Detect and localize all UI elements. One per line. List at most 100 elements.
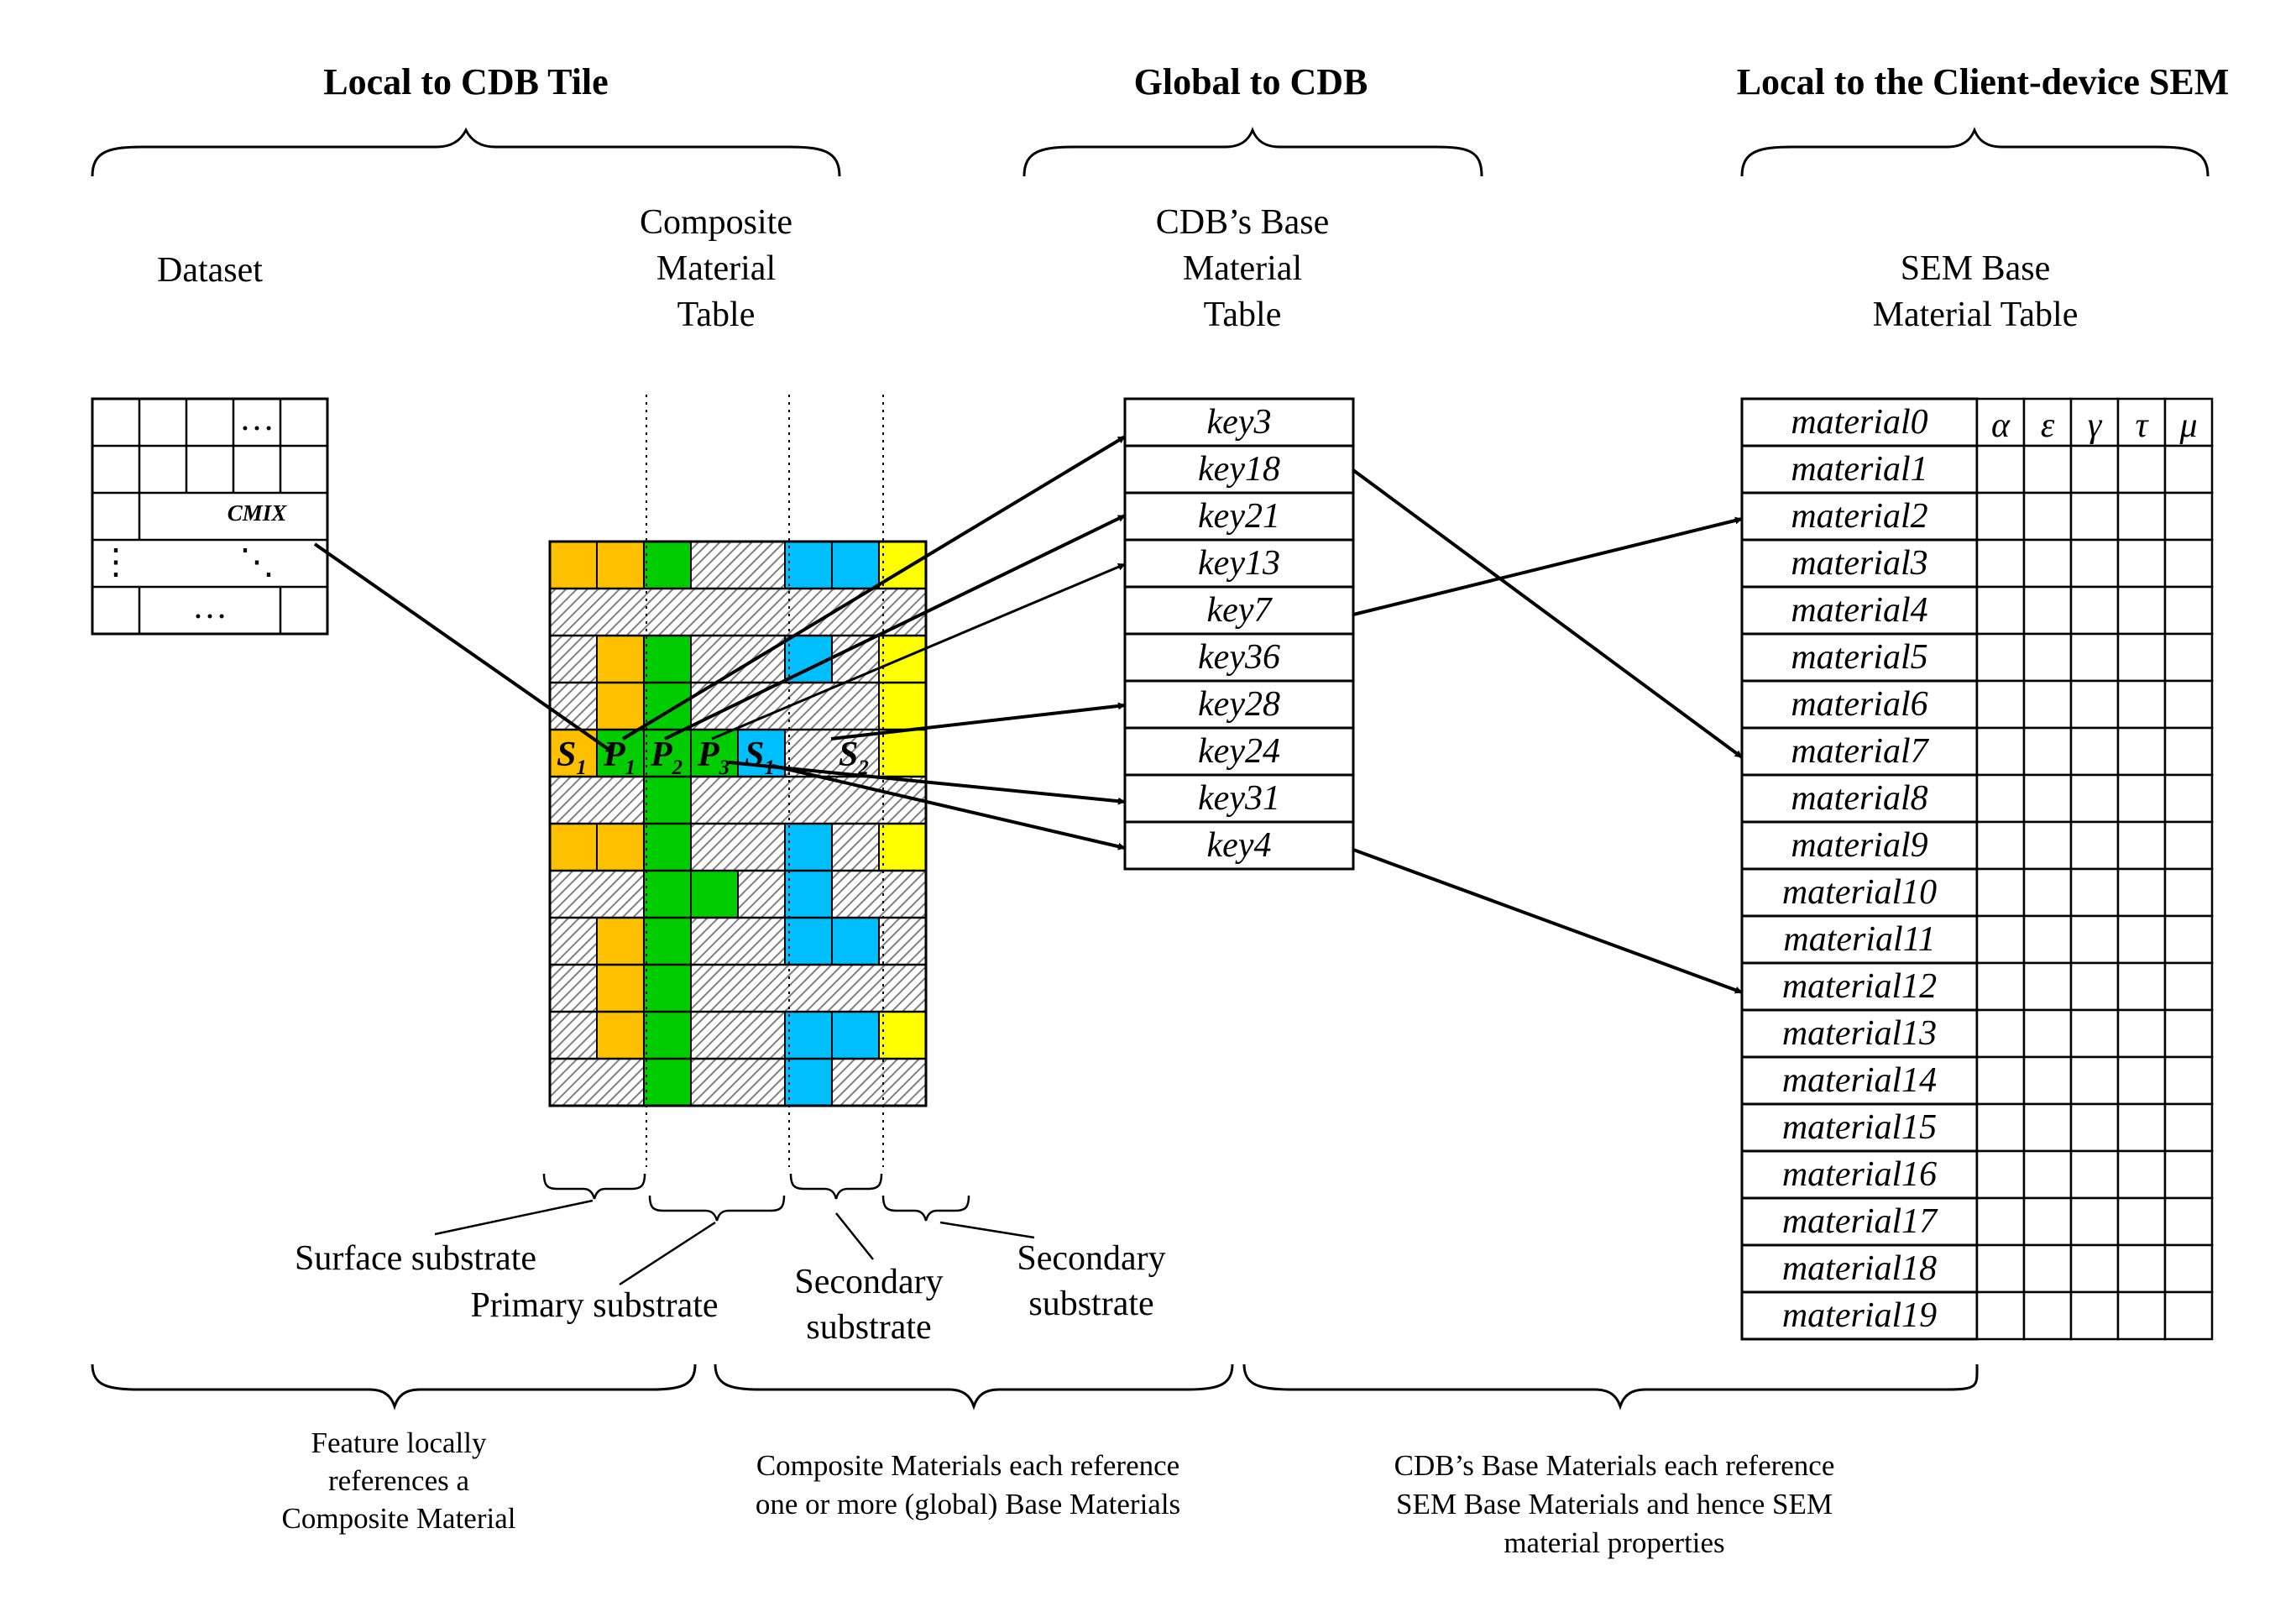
- secondary-substrate-2-line2: substrate: [1028, 1285, 1153, 1323]
- ellipsis-top: …: [239, 400, 275, 438]
- property-cell: [2163, 585, 2214, 636]
- property-cell: [1975, 491, 2026, 542]
- key-row: [1123, 726, 1355, 777]
- property-cell: [2116, 444, 2167, 495]
- key-label: key28: [1198, 685, 1280, 724]
- note-left-line2: references a: [328, 1464, 470, 1497]
- composite-cell: [596, 682, 645, 730]
- material-row: [1740, 679, 1979, 730]
- property-cell: [2163, 961, 2214, 1012]
- property-cell: [2163, 1290, 2214, 1341]
- property-cell: [2069, 961, 2120, 1012]
- property-cell: [2163, 1196, 2214, 1247]
- composite-cell: [596, 1011, 645, 1060]
- property-cell: [2163, 491, 2214, 542]
- composite-cell: [643, 917, 692, 966]
- property-cell: [1975, 914, 2026, 965]
- property-cell: [2116, 867, 2167, 918]
- key-row: [1123, 444, 1355, 495]
- property-cell: [2116, 585, 2167, 636]
- property-cell: [2116, 1290, 2167, 1341]
- property-cell: [2022, 961, 2073, 1012]
- dataset-title: Dataset: [157, 251, 263, 290]
- property-cell: [2069, 444, 2120, 495]
- material-row: [1740, 1149, 1979, 1200]
- composite-cell: [643, 1058, 692, 1107]
- property-cell: [2022, 444, 2073, 495]
- composite-border: [548, 540, 928, 1107]
- property-cell: [2116, 961, 2167, 1012]
- composite-cell: [878, 1011, 927, 1060]
- property-cell: [2163, 1243, 2214, 1294]
- note-left-line3: Composite Material: [282, 1502, 516, 1535]
- brace-tile: [91, 127, 841, 177]
- property-cell: [2163, 867, 2214, 918]
- base-title-line1: CDB’s Base: [1156, 203, 1330, 242]
- material-label: material16: [1782, 1155, 1937, 1194]
- base-title-line3: Table: [1204, 296, 1282, 334]
- key-row: [1123, 632, 1355, 683]
- material-label: material12: [1782, 967, 1937, 1006]
- property-cell: [2022, 1102, 2073, 1153]
- composite-title-line2: Material: [656, 249, 776, 288]
- material-row: [1740, 491, 1979, 542]
- key-label: key13: [1198, 544, 1280, 583]
- material-label: material3: [1791, 544, 1927, 583]
- composite-cell: [549, 823, 598, 871]
- property-cell: [2163, 914, 2214, 965]
- property-cell: [2163, 773, 2214, 824]
- arrow-key4-to-material12: [1352, 848, 1743, 994]
- material-label: material2: [1791, 497, 1927, 536]
- material-label: material1: [1791, 450, 1927, 489]
- arrow-p2b-to-key31: [728, 761, 1126, 805]
- arrow-p2-to-key13: [711, 563, 1126, 741]
- property-cell: [2116, 1243, 2167, 1294]
- composite-title-line3: Table: [677, 296, 756, 334]
- material-label: material5: [1791, 638, 1927, 677]
- composite-cell: [831, 917, 880, 966]
- secondary-substrate-1-line1: Secondary: [794, 1263, 943, 1301]
- header-local-tile: Local to CDB Tile: [323, 61, 608, 102]
- composite-cell: [784, 870, 833, 919]
- property-cell: [2163, 679, 2214, 730]
- composite-cell: [596, 917, 645, 966]
- property-cell: [1975, 1149, 2026, 1200]
- property-cell: [2163, 632, 2214, 683]
- property-cell: [1975, 1055, 2026, 1106]
- property-cell: [2116, 538, 2167, 589]
- property-cell: [2069, 1102, 2120, 1153]
- property-header: γ: [2088, 406, 2103, 445]
- material-label: material18: [1782, 1249, 1937, 1288]
- secondary-substrate-1-line2: substrate: [806, 1308, 931, 1347]
- property-cell: [2069, 585, 2120, 636]
- property-cell: [2116, 632, 2167, 683]
- property-cell: [2116, 1196, 2167, 1247]
- property-cell: [1975, 1243, 2026, 1294]
- property-cell: [2069, 1196, 2120, 1247]
- material-row: [1740, 867, 1979, 918]
- property-cell: [2163, 1102, 2214, 1153]
- property-cell: [2069, 679, 2120, 730]
- composite-title-line1: Composite: [640, 203, 792, 242]
- sem-title-line2: Material Table: [1873, 296, 2079, 334]
- composite-symbol: P1: [603, 735, 635, 779]
- note-right-line2: SEM Base Materials and hence SEM: [1396, 1488, 1833, 1520]
- property-cell: [2069, 491, 2120, 542]
- composite-cell: [643, 776, 692, 824]
- composite-cell: [643, 964, 692, 1013]
- arrow-key7-to-material2: [1352, 516, 1743, 616]
- key-label: key18: [1198, 450, 1280, 489]
- property-cell: [2163, 1008, 2214, 1059]
- composite-symbol: S2: [839, 735, 869, 779]
- composite-symbol: S1: [557, 735, 587, 779]
- ellipsis-vertical: ⋮: [98, 543, 133, 582]
- property-cell: [2022, 1243, 2073, 1294]
- property-cell: [2116, 820, 2167, 871]
- note-middle-line2: one or more (global) Base Materials: [756, 1488, 1180, 1520]
- material-label: material8: [1791, 779, 1927, 818]
- key-label: key7: [1207, 591, 1274, 630]
- arrow-key18-to-material7: [1352, 468, 1744, 759]
- material-label: material19: [1782, 1296, 1937, 1335]
- property-cell: [2116, 726, 2167, 777]
- property-cell: [2069, 1149, 2120, 1200]
